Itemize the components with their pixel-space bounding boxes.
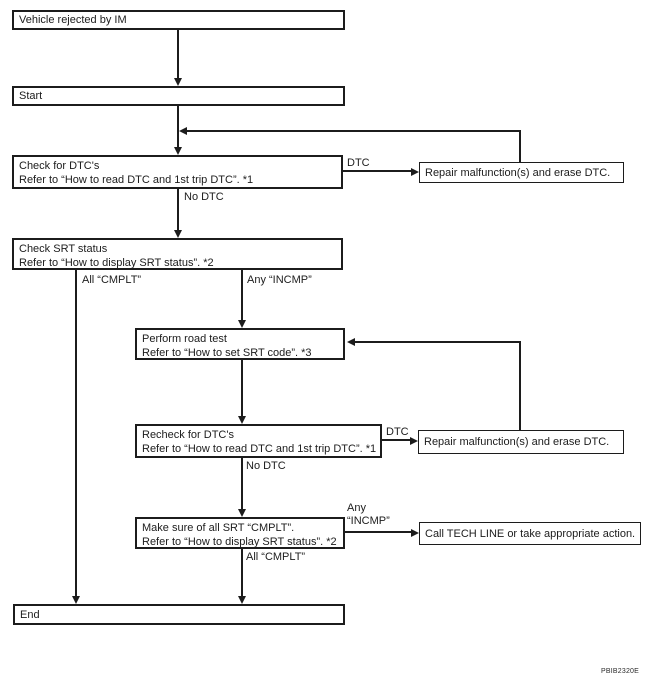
arrowhead-into-checkdtc xyxy=(174,147,182,155)
node-text: Make sure of all SRT “CMPLT”. xyxy=(142,522,295,534)
node-start: Start xyxy=(12,86,345,106)
node-check-srt: Check SRT status Refer to “How to displa… xyxy=(12,238,343,270)
edge-label-line: “INCMP” xyxy=(347,515,390,527)
edge-label-any-incmp-1: Any “INCMP” xyxy=(247,274,312,286)
arrowhead-feedback1 xyxy=(179,127,187,135)
connector-anyincmp-to-roadtest xyxy=(241,269,243,321)
edge-label-dtc-2: DTC xyxy=(386,426,409,438)
connector-vehicle-to-start xyxy=(177,30,179,80)
arrowhead-into-roadtest xyxy=(238,320,246,328)
node-text: Vehicle rejected by IM xyxy=(19,14,127,26)
edge-label-no-dtc-2: No DTC xyxy=(246,460,286,472)
node-call-tech-line: Call TECH LINE or take appropriate actio… xyxy=(419,522,641,545)
node-make-sure-srt: Make sure of all SRT “CMPLT”. Refer to “… xyxy=(135,517,345,549)
arrowhead-into-calltech xyxy=(411,529,419,537)
node-text: Call TECH LINE or take appropriate actio… xyxy=(425,527,636,540)
edge-label-dtc-1: DTC xyxy=(347,157,370,169)
connector-repair2-feedback-vertical xyxy=(519,342,521,430)
node-road-test: Perform road test Refer to “How to set S… xyxy=(135,328,345,360)
connector-repair1-feedback-horizontal xyxy=(185,130,521,132)
connector-repair1-feedback-vertical xyxy=(519,130,521,162)
edge-label-any-incmp-2: Any “INCMP” xyxy=(347,502,390,528)
arrowhead-into-repair2 xyxy=(410,437,418,445)
arrowhead-into-end-left xyxy=(72,596,80,604)
connector-makesure-to-calltech xyxy=(345,531,413,533)
arrowhead-into-end-mid xyxy=(238,596,246,604)
node-text: Refer to “How to read DTC and 1st trip D… xyxy=(19,174,254,186)
edge-label-all-cmplt-2: All “CMPLT” xyxy=(246,551,306,563)
node-text: Refer to “How to display SRT status”. *2 xyxy=(142,536,337,548)
node-text: Recheck for DTC's xyxy=(142,429,234,441)
connector-recheck-to-makesure xyxy=(241,457,243,510)
connector-checkdtc-to-repair1 xyxy=(343,170,413,172)
connector-start-to-checkdtc xyxy=(177,106,179,148)
node-text: Check SRT status xyxy=(19,243,108,255)
connector-roadtest-to-recheck xyxy=(241,359,243,417)
node-text: Start xyxy=(19,90,43,102)
edge-label-no-dtc-1: No DTC xyxy=(184,191,224,203)
connector-makesure-to-end xyxy=(241,548,243,597)
node-text: Perform road test xyxy=(142,333,227,345)
connector-allcmplt-to-end xyxy=(75,269,77,597)
node-vehicle-rejected: Vehicle rejected by IM xyxy=(12,10,345,30)
arrowhead-into-makesure xyxy=(238,509,246,517)
connector-repair2-feedback-horizontal xyxy=(353,341,521,343)
node-end: End xyxy=(13,604,345,625)
arrowhead-into-repair1 xyxy=(411,168,419,176)
node-text: Check for DTC's xyxy=(19,160,100,172)
node-text: End xyxy=(20,608,40,621)
node-text: Refer to “How to display SRT status”. *2 xyxy=(19,257,214,269)
node-text: Repair malfunction(s) and erase DTC. xyxy=(425,166,611,179)
arrowhead-feedback2 xyxy=(347,338,355,346)
node-text: Refer to “How to read DTC and 1st trip D… xyxy=(142,443,377,455)
node-repair-2: Repair malfunction(s) and erase DTC. xyxy=(418,430,624,454)
edge-label-line: Any xyxy=(347,502,366,514)
node-repair-1: Repair malfunction(s) and erase DTC. xyxy=(419,162,624,183)
arrowhead-into-checksrt xyxy=(174,230,182,238)
arrowhead-into-start xyxy=(174,78,182,86)
node-text: Repair malfunction(s) and erase DTC. xyxy=(424,436,610,448)
edge-label-all-cmplt-1: All “CMPLT” xyxy=(82,274,142,286)
node-check-dtc: Check for DTC's Refer to “How to read DT… xyxy=(12,155,343,189)
connector-checkdtc-to-checksrt xyxy=(177,189,179,231)
node-recheck-dtc: Recheck for DTC's Refer to “How to read … xyxy=(135,424,382,458)
arrowhead-into-recheck xyxy=(238,416,246,424)
node-text: Refer to “How to set SRT code”. *3 xyxy=(142,347,312,359)
connector-recheck-to-repair2 xyxy=(381,439,412,441)
figure-code: PBIB2320E xyxy=(601,668,639,675)
